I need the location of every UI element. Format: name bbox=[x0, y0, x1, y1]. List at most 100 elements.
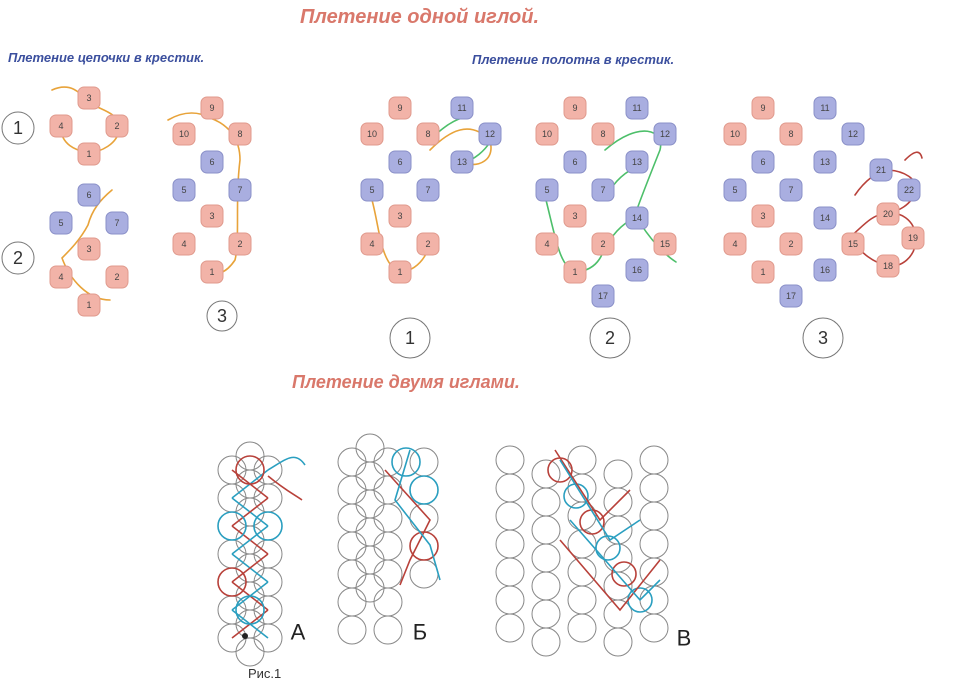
bead-label: 2 bbox=[788, 239, 793, 249]
chain3-bead-6: 6 bbox=[200, 150, 224, 174]
step-number: 1 bbox=[13, 118, 23, 138]
scheme-b-bead bbox=[337, 587, 367, 617]
cloth2-bead-11: 11 bbox=[625, 96, 649, 120]
bead-label: 7 bbox=[788, 185, 793, 195]
scheme-b-bead bbox=[409, 559, 439, 589]
bead-label: 7 bbox=[114, 218, 119, 228]
cloth3-bead-21: 21 bbox=[869, 158, 893, 182]
scheme-b-bead bbox=[355, 545, 385, 575]
cloth3-bead-16: 16 bbox=[813, 258, 837, 282]
bead-label: 3 bbox=[760, 211, 765, 221]
chain3-bead-2: 2 bbox=[228, 232, 252, 256]
chain3-bead-4: 4 bbox=[172, 232, 196, 256]
cloth2-bead-4: 4 bbox=[535, 232, 559, 256]
cloth3-bead-1: 1 bbox=[751, 260, 775, 284]
chain2-bead-4: 4 bbox=[49, 265, 73, 289]
scheme-b-bead bbox=[373, 531, 403, 561]
cloth1-bead-10: 10 bbox=[360, 122, 384, 146]
scheme-b-bead bbox=[355, 489, 385, 519]
cloth3-bead-18: 18 bbox=[876, 254, 900, 278]
scheme-a-thread bbox=[231, 497, 269, 527]
scheme-a-bead bbox=[253, 623, 283, 653]
step-number: 3 bbox=[217, 306, 227, 326]
cloth2-bead-3: 3 bbox=[563, 204, 587, 228]
cloth2-bead-2: 2 bbox=[591, 232, 615, 256]
bead-label: 2 bbox=[600, 239, 605, 249]
cloth3-bead-10: 10 bbox=[723, 122, 747, 146]
cloth3-bead-3: 3 bbox=[751, 204, 775, 228]
scheme-b-colored-bead bbox=[409, 475, 439, 505]
bead-label: 4 bbox=[181, 239, 186, 249]
scheme-a-colored-bead bbox=[217, 567, 247, 597]
scheme-a-end bbox=[267, 475, 303, 501]
bead-label: 3 bbox=[572, 211, 577, 221]
cloth1-bead-1: 1 bbox=[388, 260, 412, 284]
scheme-c-bead bbox=[531, 571, 561, 601]
scheme-c-bead bbox=[495, 557, 525, 587]
chain3-bead-8: 8 bbox=[228, 122, 252, 146]
cloth2-bead-14: 14 bbox=[625, 206, 649, 230]
bead-label: 10 bbox=[367, 129, 377, 139]
bead-label: 5 bbox=[181, 185, 186, 195]
bead-label: 10 bbox=[179, 129, 189, 139]
bead-label: 2 bbox=[114, 272, 119, 282]
scheme-c-colored-bead bbox=[611, 561, 637, 587]
chain3-bead-1: 1 bbox=[200, 260, 224, 284]
bead-label: 7 bbox=[237, 185, 242, 195]
chain3-bead-5: 5 bbox=[172, 178, 196, 202]
bead-label: 18 bbox=[883, 261, 893, 271]
chain3-bead-10: 10 bbox=[172, 122, 196, 146]
bead-label: 10 bbox=[542, 129, 552, 139]
cloth3-bead-15: 15 bbox=[841, 232, 865, 256]
cloth1-bead-7: 7 bbox=[416, 178, 440, 202]
scheme-b-bead bbox=[409, 503, 439, 533]
chain3-bead-7: 7 bbox=[228, 178, 252, 202]
bead-label: 11 bbox=[820, 103, 829, 113]
scheme-c-bead bbox=[567, 585, 597, 615]
bead-label: 21 bbox=[876, 165, 886, 175]
bead-label: 1 bbox=[209, 267, 214, 277]
bead-label: 5 bbox=[369, 185, 374, 195]
cloth-step-2-marker: 2 bbox=[589, 317, 631, 359]
scheme-b-bead bbox=[355, 461, 385, 491]
scheme-a-thread bbox=[231, 525, 269, 555]
bead-label: 9 bbox=[397, 103, 402, 113]
bead-label: 2 bbox=[237, 239, 242, 249]
scheme-c-bead bbox=[531, 627, 561, 657]
cloth3-bead-5: 5 bbox=[723, 178, 747, 202]
bead-label: 8 bbox=[600, 129, 605, 139]
scheme-c-bead bbox=[639, 473, 669, 503]
cloth2-bead-9: 9 bbox=[563, 96, 587, 120]
scheme-c-thread bbox=[554, 449, 631, 522]
bead-label: 6 bbox=[209, 157, 214, 167]
scheme-b-thread bbox=[394, 449, 441, 581]
scheme-b-bead bbox=[355, 433, 385, 463]
cloth1-bead-6: 6 bbox=[388, 150, 412, 174]
cloth2-bead-16: 16 bbox=[625, 258, 649, 282]
step-number: 1 bbox=[405, 328, 415, 348]
bead-label: 4 bbox=[732, 239, 737, 249]
cloth3-bead-8: 8 bbox=[779, 122, 803, 146]
bead-label: 12 bbox=[485, 129, 495, 139]
bead-label: 14 bbox=[632, 213, 642, 223]
bead-label: 5 bbox=[732, 185, 737, 195]
bead-label: 1 bbox=[86, 300, 91, 310]
scheme-c-bead bbox=[531, 459, 561, 489]
scheme-c-bead bbox=[603, 543, 633, 573]
scheme-c-bead bbox=[639, 585, 669, 615]
cloth1-bead-12: 12 bbox=[478, 122, 502, 146]
cloth1-bead-3: 3 bbox=[388, 204, 412, 228]
bead-label: 9 bbox=[572, 103, 577, 113]
bead-label: 14 bbox=[820, 213, 830, 223]
cloth2-bead-7: 7 bbox=[591, 178, 615, 202]
bead-label: 13 bbox=[632, 157, 642, 167]
scheme-b-bead bbox=[337, 447, 367, 477]
bead-label: 3 bbox=[209, 211, 214, 221]
scheme-b-bead bbox=[337, 615, 367, 645]
chain-subtitle: Плетение цепочки в крестик. bbox=[8, 50, 205, 65]
chain1-bead-4: 4 bbox=[49, 114, 73, 138]
cloth3-bead-4: 4 bbox=[723, 232, 747, 256]
bead-label: 9 bbox=[209, 103, 214, 113]
